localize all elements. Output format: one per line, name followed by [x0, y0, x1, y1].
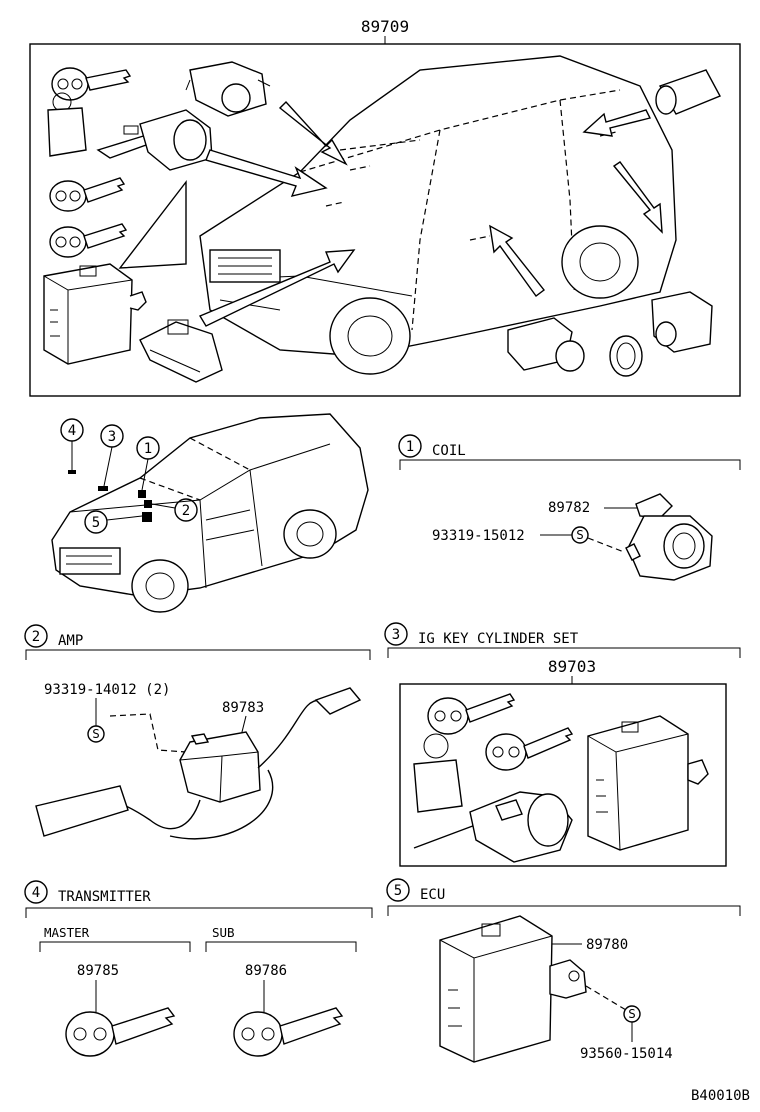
master-label: MASTER — [44, 925, 90, 940]
transmitter-number-circle — [24, 880, 48, 904]
callout-2[interactable]: 2 — [144, 498, 198, 522]
ig-number-circle — [384, 622, 408, 646]
section-amp: 2 AMP 93319-14012 (2) S 89783 — [24, 624, 371, 840]
transmitter-bracket — [25, 907, 373, 918]
master-part-number[interactable]: 89785 — [77, 963, 119, 979]
coil-number: 1 — [406, 439, 414, 455]
ig-cylinder[interactable] — [413, 791, 573, 863]
main-key-3[interactable] — [49, 223, 128, 258]
svg-text:3: 3 — [108, 429, 116, 445]
amp-part[interactable] — [35, 687, 362, 840]
main-ig-cylinder[interactable] — [96, 109, 213, 171]
transmitter-title: TRANSMITTER — [58, 889, 151, 905]
coil-part[interactable] — [625, 493, 713, 581]
ecu-number-circle — [386, 878, 410, 902]
amp-part-number[interactable]: 89783 — [222, 700, 264, 716]
svg-text:4: 4 — [68, 423, 76, 439]
coil-screw-number[interactable]: 93319-15012 — [432, 528, 525, 544]
main-cylinder-pad[interactable] — [655, 69, 721, 115]
sub-label: SUB — [212, 925, 235, 940]
ecu-number: 5 — [394, 883, 402, 899]
svg-text:5: 5 — [92, 515, 100, 531]
ig-set-frame — [399, 683, 727, 867]
locator-callouts: 4 3 1 5 2 — [60, 418, 198, 534]
svg-text:1: 1 — [144, 441, 152, 457]
section-ig-key-cylinder: 3 IG KEY CYLINDER SET 89703 — [384, 622, 741, 867]
amp-screw-number[interactable]: 93319-14012 (2) — [44, 682, 170, 698]
main-frame — [29, 43, 741, 397]
coil-title: COIL — [432, 443, 466, 459]
main-key-2[interactable] — [49, 177, 126, 212]
ecu-part[interactable] — [439, 915, 587, 1063]
ig-bracket — [387, 647, 741, 658]
section-coil: 1 COIL 89782 93319-15012 S — [398, 434, 741, 581]
main-door-lock-top[interactable] — [185, 61, 271, 117]
svg-text:S: S — [576, 527, 584, 542]
coil-screw-symbol — [571, 526, 589, 544]
svg-text:S: S — [92, 726, 100, 741]
amp-title: AMP — [58, 633, 83, 649]
main-glass-panel — [118, 179, 187, 269]
main-assembly: 89709 — [29, 17, 741, 397]
ecu-bracket — [387, 905, 741, 916]
coil-bracket — [399, 459, 741, 470]
master-transmitter-key[interactable] — [65, 1007, 176, 1057]
callout-1[interactable]: 1 — [136, 436, 160, 498]
sub-transmitter-key[interactable] — [233, 1007, 344, 1057]
section-transmitter: 4 TRANSMITTER MASTER SUB 89785 89786 — [24, 880, 373, 1057]
sub-part-number[interactable]: 89786 — [245, 963, 287, 979]
callout-4[interactable]: 4 — [60, 418, 84, 474]
coil-number-circle — [398, 434, 422, 458]
main-key-with-tag[interactable] — [47, 67, 132, 157]
callout-5[interactable]: 5 — [84, 510, 152, 534]
locator-vehicle — [51, 413, 369, 613]
ig-master-key[interactable] — [413, 693, 516, 813]
svg-text:S: S — [628, 1006, 636, 1021]
figure-code: B40010B — [691, 1088, 750, 1104]
ecu-part-number[interactable]: 89780 — [586, 937, 628, 953]
ig-ecu[interactable] — [587, 715, 709, 851]
main-ecu[interactable] — [43, 263, 147, 365]
ecu-screw-number[interactable]: 93560-15014 — [580, 1046, 673, 1062]
section-ecu: 5 ECU 89780 S 93560-15014 — [386, 878, 741, 1063]
ig-part-number[interactable]: 89703 — [548, 657, 596, 676]
ecu-title: ECU — [420, 887, 445, 903]
main-door-lock-bottom[interactable] — [507, 291, 713, 377]
ig-title: IG KEY CYLINDER SET — [418, 631, 579, 647]
main-vehicle — [199, 55, 677, 375]
coil-part-number[interactable]: 89782 — [548, 500, 590, 516]
svg-text:2: 2 — [182, 503, 190, 519]
amp-number: 2 — [32, 629, 40, 645]
transmitter-number: 4 — [32, 885, 40, 901]
main-part-number[interactable]: 89709 — [361, 17, 409, 36]
ig-sub-key[interactable] — [485, 727, 574, 771]
ig-number: 3 — [392, 627, 400, 643]
main-amp-bracket[interactable] — [139, 319, 223, 383]
callout-3[interactable]: 3 — [98, 424, 124, 491]
main-arrows — [198, 100, 663, 327]
amp-screw-symbol — [87, 725, 105, 743]
amp-number-circle — [24, 624, 48, 648]
amp-bracket — [25, 649, 371, 660]
